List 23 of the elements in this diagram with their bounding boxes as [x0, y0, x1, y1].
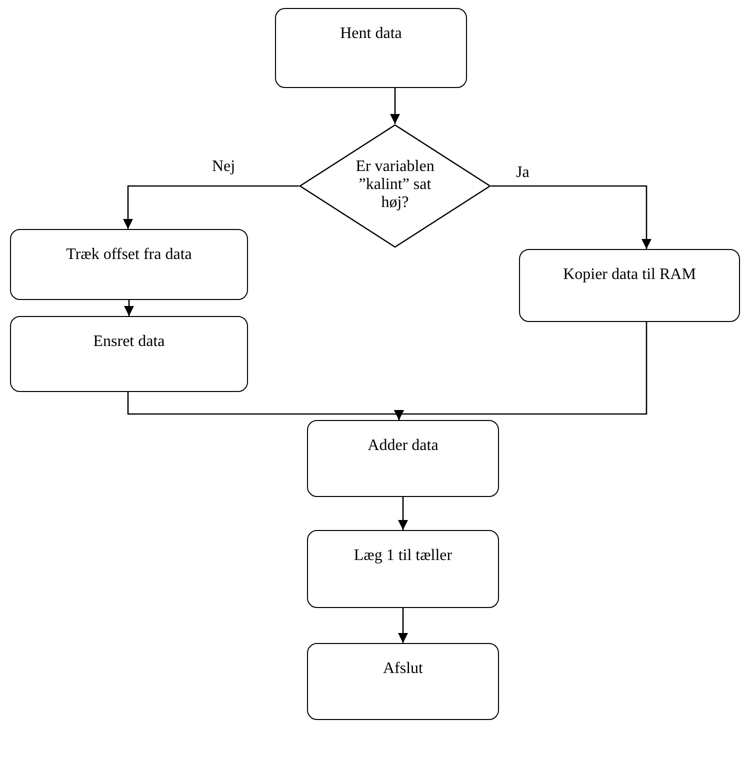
process-box: [307, 643, 499, 720]
arrow: [491, 185, 652, 249]
node-label: Ensret data: [92, 333, 166, 351]
process-box: [275, 8, 467, 88]
process-box: [307, 420, 499, 497]
node-label: Kopier data til RAM: [562, 266, 697, 284]
node-label: Adder data: [366, 437, 440, 455]
arrow: [394, 322, 648, 420]
process-box: [10, 229, 248, 300]
decision-diamond: [299, 124, 491, 248]
node-label: Hent data: [339, 25, 403, 43]
node-label: Træk offset fra data: [65, 246, 193, 264]
arrow: [398, 608, 408, 643]
process-box: [10, 316, 248, 392]
arrow: [390, 88, 400, 124]
node-label: Er variablen ”kalint” sat høj?: [354, 158, 436, 212]
process-box: [519, 249, 740, 322]
process-box: [307, 530, 499, 608]
arrow: [124, 300, 134, 316]
arrow: [123, 185, 299, 229]
node-label: Afslut: [382, 660, 424, 678]
node-label: Læg 1 til tæller: [352, 547, 454, 565]
arrow: [398, 497, 408, 530]
